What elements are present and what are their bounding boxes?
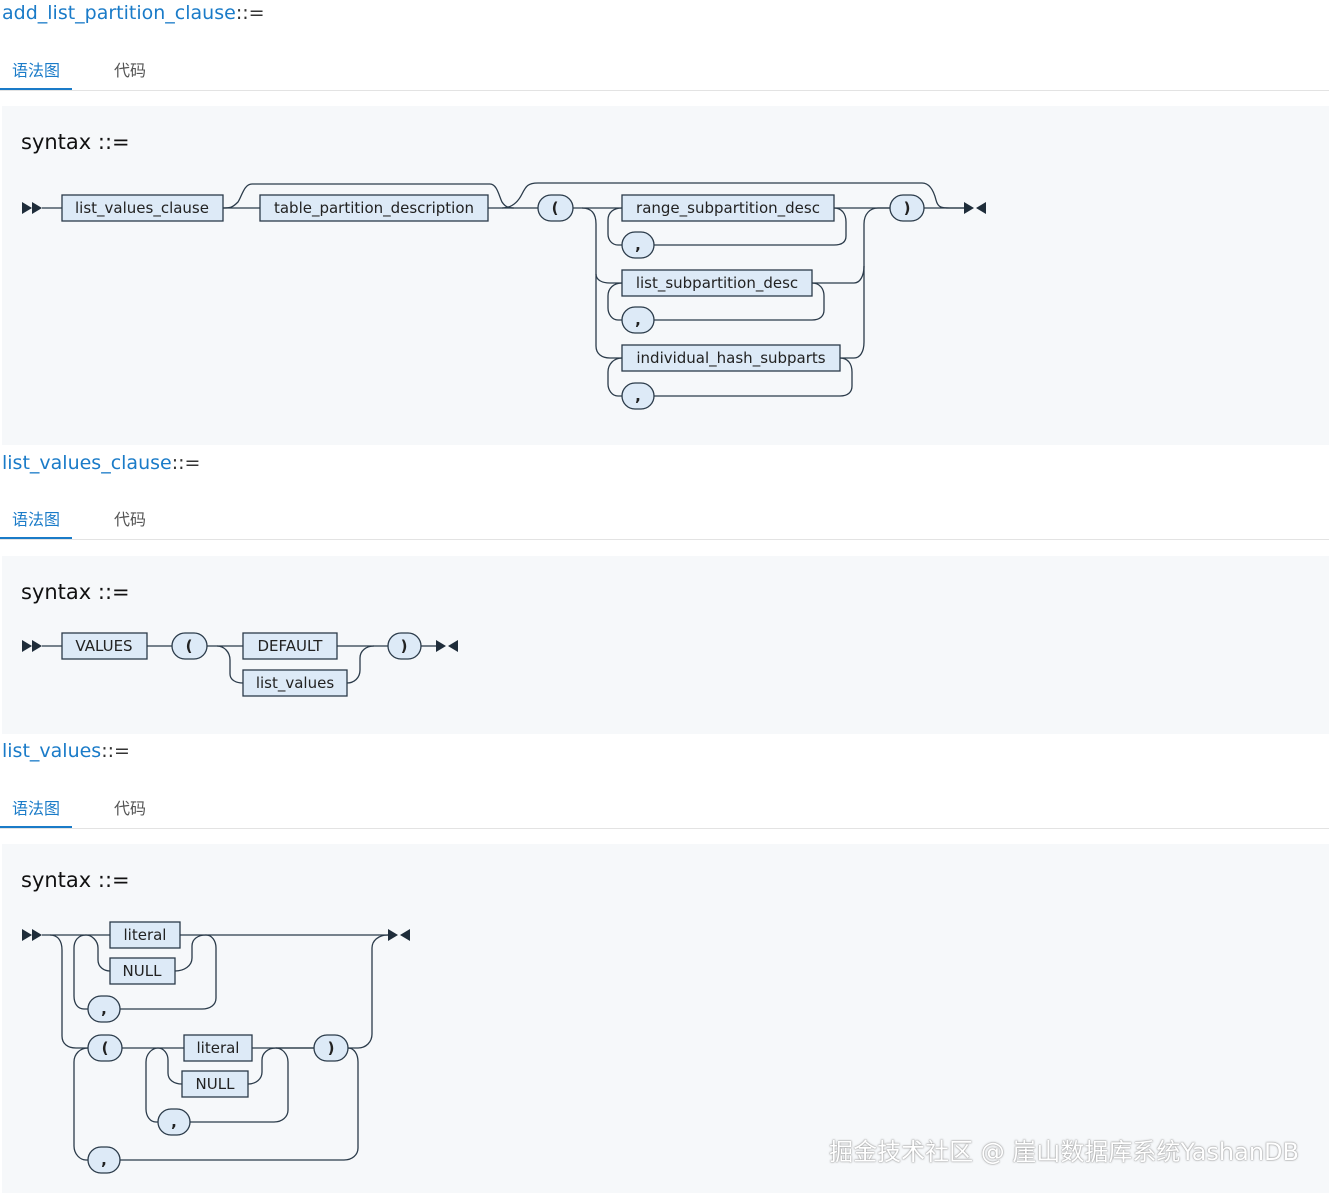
svg-text:table_partition_description: table_partition_description xyxy=(274,199,474,218)
railroad-diagram: literal NULL , ( literal NULL , ) xyxy=(22,921,410,1174)
node-null-2[interactable]: NULL xyxy=(181,1070,249,1098)
node-list-values-clause[interactable]: list_values_clause xyxy=(61,194,224,222)
node-comma-1[interactable]: , xyxy=(87,995,121,1023)
svg-text:,: , xyxy=(101,1151,107,1169)
rule-assign: ::= xyxy=(171,452,201,474)
node-literal-2[interactable]: literal xyxy=(183,1034,253,1062)
tab-diagram[interactable]: 语法图 xyxy=(0,503,73,539)
svg-text:): ) xyxy=(328,1039,335,1057)
node-open-paren[interactable]: ( xyxy=(87,1034,123,1062)
node-open-paren[interactable]: ( xyxy=(537,194,574,222)
svg-text:NULL: NULL xyxy=(196,1075,236,1093)
node-close-paren[interactable]: ) xyxy=(387,632,422,660)
node-table-partition-description[interactable]: table_partition_description xyxy=(259,194,489,222)
tab-code[interactable]: 代码 xyxy=(114,61,147,80)
diagram-panel: syntax ::= xyxy=(2,106,1329,445)
start-marker xyxy=(22,202,42,214)
node-null-1[interactable]: NULL xyxy=(109,957,176,985)
svg-text:list_values_clause: list_values_clause xyxy=(75,199,209,218)
railroad-diagram: VALUES ( DEFAULT list_values ) xyxy=(22,632,458,697)
svg-text:): ) xyxy=(401,637,408,655)
svg-text:,: , xyxy=(635,387,641,405)
tab-code[interactable]: 代码 xyxy=(114,510,147,529)
svg-text:): ) xyxy=(904,199,911,217)
end-marker xyxy=(388,929,410,941)
svg-text:individual_hash_subparts: individual_hash_subparts xyxy=(636,349,825,368)
svg-text:DEFAULT: DEFAULT xyxy=(258,637,324,655)
node-individual-hash-subparts[interactable]: individual_hash_subparts xyxy=(621,344,841,372)
svg-text:list_values: list_values xyxy=(256,674,335,693)
node-list-values[interactable]: list_values xyxy=(242,669,348,697)
rule-name: list_values_clause xyxy=(2,452,172,474)
node-comma-3[interactable]: , xyxy=(87,1146,121,1174)
start-marker xyxy=(22,640,42,652)
svg-text:NULL: NULL xyxy=(123,962,163,980)
rule-assign: ::= xyxy=(101,740,130,762)
svg-text:,: , xyxy=(635,236,641,254)
diagram-panel: syntax ::= VALUES ( DEFAULT xyxy=(2,556,1329,734)
watermark: 掘金技术社区 @ 崖山数据库系统YashanDB xyxy=(829,1138,1299,1166)
node-comma-3[interactable]: , xyxy=(621,382,655,410)
end-marker xyxy=(436,640,458,652)
tab-bar: 语法图 代码 xyxy=(0,54,1329,91)
svg-text:list_subpartition_desc: list_subpartition_desc xyxy=(636,274,798,293)
rule-assign: ::= xyxy=(235,2,265,24)
svg-text:VALUES: VALUES xyxy=(75,637,132,655)
syntax-label: syntax ::= xyxy=(21,130,130,154)
tab-diagram[interactable]: 语法图 xyxy=(0,54,73,90)
node-default[interactable]: DEFAULT xyxy=(242,632,338,660)
syntax-label: syntax ::= xyxy=(21,580,130,604)
node-literal-1[interactable]: literal xyxy=(109,921,181,949)
rule-heading-add-list-partition-clause[interactable]: add_list_partition_clause::= xyxy=(2,2,265,24)
node-comma-1[interactable]: , xyxy=(621,231,655,259)
node-comma-2[interactable]: , xyxy=(157,1108,191,1136)
svg-text:,: , xyxy=(171,1113,177,1131)
railroad-diagram: list_values_clause table_partition_descr… xyxy=(22,182,986,410)
svg-text:(: ( xyxy=(186,637,193,655)
svg-text:literal: literal xyxy=(197,1039,240,1057)
diagram-panel: syntax ::= xyxy=(2,844,1329,1193)
syntax-label: syntax ::= xyxy=(21,868,130,892)
tab-bar: 语法图 代码 xyxy=(0,503,1329,540)
svg-text:range_subpartition_desc: range_subpartition_desc xyxy=(636,199,820,218)
tab-bar: 语法图 代码 xyxy=(0,792,1329,829)
rule-heading-list-values[interactable]: list_values::= xyxy=(2,740,130,762)
node-comma-2[interactable]: , xyxy=(621,306,655,334)
rule-heading-list-values-clause[interactable]: list_values_clause::= xyxy=(2,452,200,474)
node-close-paren[interactable]: ) xyxy=(313,1034,349,1062)
tab-diagram[interactable]: 语法图 xyxy=(0,792,73,828)
rule-name: list_values xyxy=(2,740,102,762)
node-list-subpartition-desc[interactable]: list_subpartition_desc xyxy=(621,269,813,297)
node-close-paren[interactable]: ) xyxy=(889,194,925,222)
svg-text:(: ( xyxy=(102,1039,109,1057)
start-marker xyxy=(22,929,42,941)
svg-text:literal: literal xyxy=(124,926,167,944)
svg-text:,: , xyxy=(635,311,641,329)
node-open-paren[interactable]: ( xyxy=(171,632,208,660)
node-values[interactable]: VALUES xyxy=(61,632,148,660)
tab-code[interactable]: 代码 xyxy=(114,799,147,818)
end-marker xyxy=(964,202,986,214)
rule-name: add_list_partition_clause xyxy=(2,2,236,24)
svg-text:(: ( xyxy=(552,199,559,217)
node-range-subpartition-desc[interactable]: range_subpartition_desc xyxy=(621,194,835,222)
svg-text:,: , xyxy=(101,1000,107,1018)
